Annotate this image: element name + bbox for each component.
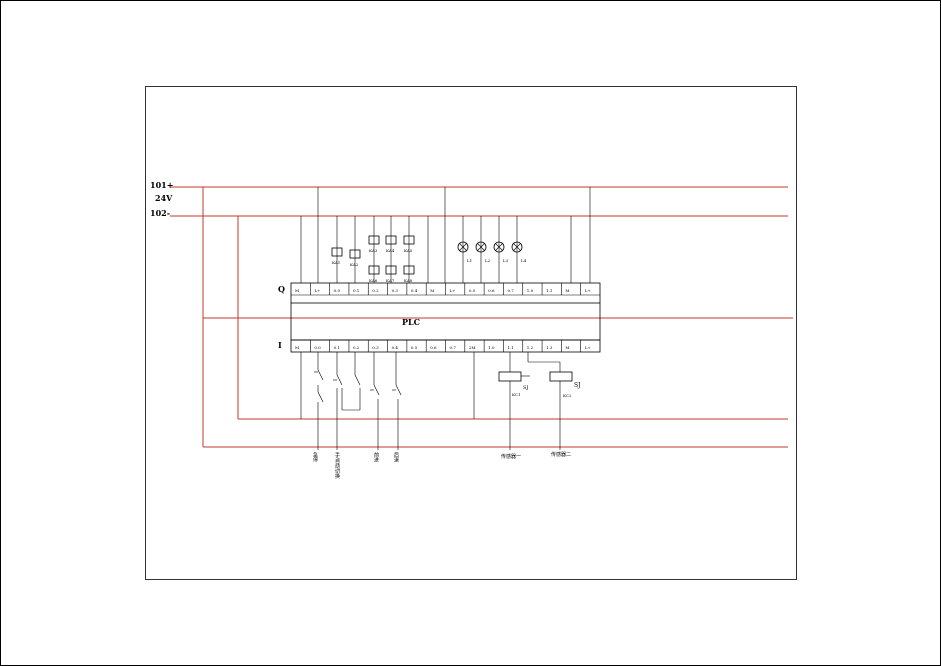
- q-terminal-label: M: [295, 288, 299, 293]
- sensor-1-label: 传感器一: [501, 453, 521, 460]
- power-rails: [170, 186, 793, 448]
- lamp-label: L2: [485, 258, 491, 263]
- manual-auto-label: 手/自动切换: [334, 451, 340, 480]
- q-terminal-label: 0.5: [469, 288, 476, 293]
- backward-label: 后退: [393, 451, 399, 463]
- i-terminal-label: 0.2: [353, 345, 360, 350]
- i-terminal-label: 1.1: [507, 345, 513, 350]
- input-relay-2: [527, 352, 573, 450]
- plc-i-terminals: M 0.0 0.1 0.2 0.3 0.4 0.5 0.6 0.7 2M 1.0 1.1 1.2 1.3 M…: [295, 340, 591, 352]
- q-terminal-label: 0.2: [372, 288, 379, 293]
- i-terminal-label: L+: [585, 345, 591, 350]
- output-wiring: [300, 187, 591, 283]
- drawing-border: [145, 86, 797, 580]
- input-relay-1-label: SJ: [523, 385, 528, 391]
- plc-title: PLC: [402, 317, 420, 327]
- plc-q-terminals: M L+ 0.0 0.1 0.2 0.3 0.4 M L+ 0.5 0.6 0.7 1.0 1.1 M L+: [291, 283, 600, 296]
- i-terminal-label: M: [565, 345, 569, 350]
- relay-label: KA6: [369, 278, 378, 283]
- i-terminal-label: M: [295, 345, 299, 350]
- q-terminal-label: 0.7: [507, 288, 514, 293]
- sensor-2-label: 传感器二: [551, 451, 571, 458]
- relay-label: KA1: [332, 260, 340, 265]
- q-terminal-label: 0.4: [411, 288, 418, 293]
- q-terminal-label: 0.3: [392, 288, 399, 293]
- forward-switch: [370, 352, 380, 450]
- q-terminal-label: M: [430, 288, 434, 293]
- q-terminal-label: L+: [585, 288, 591, 293]
- q-terminal-label: M: [565, 288, 569, 293]
- relay-label: KA5: [404, 248, 413, 253]
- relay-label: KA4: [386, 248, 395, 253]
- q-terminal-label: 0.6: [488, 288, 495, 293]
- q-terminal-label: 0.1: [353, 288, 359, 293]
- lamp-1: L1: [457, 216, 472, 283]
- rail-negative-label: 102-: [150, 208, 170, 218]
- input-relay-2-label: SJ: [574, 382, 581, 389]
- q-terminal-label: 1.1: [546, 288, 552, 293]
- q-terminal-label: L+: [450, 288, 456, 293]
- i-terminal-label: 0.3: [372, 345, 379, 350]
- input-wiring: [300, 352, 475, 419]
- i-terminal-label: 1.3: [546, 345, 553, 350]
- input-relay-1-tag: KC1: [512, 392, 521, 397]
- lamp-label: L1: [467, 258, 472, 263]
- rail-positive-label: 101+: [150, 180, 173, 190]
- i-terminal-label: 0.6: [430, 345, 437, 350]
- q-terminal-label: 1.0: [527, 288, 534, 293]
- relay-label: KA7: [386, 278, 395, 283]
- i-terminal-label: 0.4: [392, 345, 399, 350]
- input-relay-2-tag: KC2: [563, 393, 572, 398]
- q-terminal-label: 0.0: [334, 288, 341, 293]
- lamp-label: L3: [503, 258, 509, 263]
- i-terminal-label: 0.5: [411, 345, 418, 350]
- lamp-2: L2: [475, 216, 491, 283]
- forward-label: 前进: [373, 451, 379, 463]
- i-terminal-label: 2M: [469, 345, 476, 350]
- i-terminal-label: 0.1: [334, 345, 340, 350]
- emergency-stop-switch: [314, 352, 324, 450]
- manual-auto-switch: [333, 352, 361, 450]
- i-terminal-label: 0.0: [314, 345, 321, 350]
- backward-switch: [392, 352, 402, 450]
- i-terminal-label: 0.7: [450, 345, 457, 350]
- emergency-stop-label: 急停: [312, 451, 318, 463]
- i-terminal-label: 1.0: [488, 345, 495, 350]
- lamp-label: L4: [521, 258, 527, 263]
- relay-label: KA3: [369, 248, 378, 253]
- i-terminal-label: 1.2: [527, 345, 534, 350]
- indicator-lamps: L1 L2 L3 L4: [457, 216, 527, 283]
- plc-q-label: Q: [278, 284, 285, 294]
- input-relay-1: [498, 352, 530, 450]
- relay-label: KA2: [350, 262, 359, 267]
- q-terminal-label: L+: [314, 288, 320, 293]
- lamp-4: L4: [511, 216, 527, 283]
- lamp-3: L3: [493, 216, 509, 283]
- rail-voltage-label: 24V: [155, 193, 173, 203]
- plc-i-label: I: [278, 340, 282, 350]
- relay-label: KA8: [404, 278, 413, 283]
